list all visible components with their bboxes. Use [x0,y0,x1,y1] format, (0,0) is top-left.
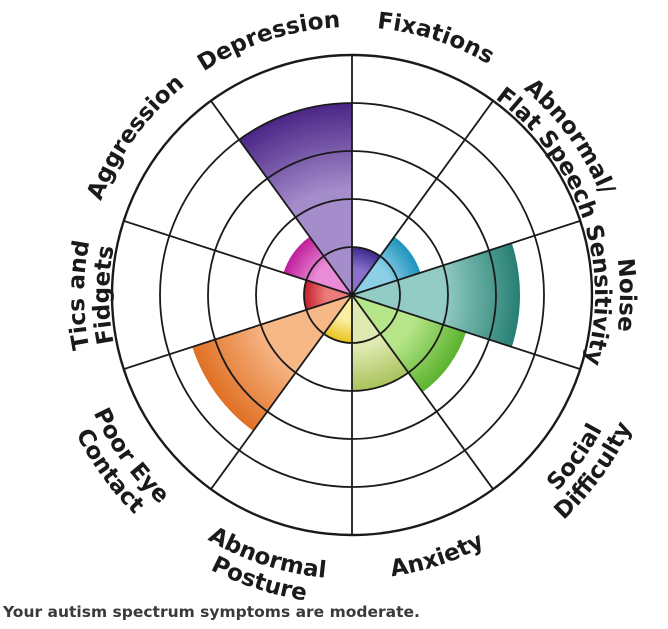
grid-spoke-7 [123,294,353,371]
result-summary-text: Your autism spectrum symptoms are modera… [3,603,420,621]
grid-spoke-6 [210,294,353,490]
category-label-noise-sensitivity-line-2: Sensitivity [580,222,615,368]
category-label-fixations-line-1: Fixations [376,8,499,70]
category-label-tics-and-fidgets-line-2: Fidgets [89,243,120,346]
wedge-poor-eye-contact [192,295,352,431]
category-label-noise-sensitivity-line-1: Noise [612,257,640,333]
grid-spoke-2 [351,219,581,296]
wedge-abnormal-flat-speech [352,236,421,295]
grid-spoke-1 [351,100,494,296]
wedge-depression [239,103,352,295]
grid-spoke-8 [123,219,353,296]
wedge-tics-and-fidgets [304,280,352,310]
category-label-anxiety-line-1: Anxiety [388,528,487,582]
wedge-social-difficulty [352,295,467,393]
grid-layer [110,53,594,537]
wedge-anxiety [352,295,409,391]
wedge-fixations [352,247,381,295]
wedge-noise-sensitivity [352,243,521,347]
wedge-layer [192,103,521,431]
category-label-tics-and-fidgets-line-1: Tics and [64,238,95,351]
category-label-depression-line-1: Depression [193,7,341,77]
wedge-aggression [283,236,352,295]
grid-spoke-3 [351,294,581,371]
grid-spoke-9 [210,100,353,296]
grid-spoke-4 [351,294,494,490]
wedge-abnormal-posture [323,295,352,343]
